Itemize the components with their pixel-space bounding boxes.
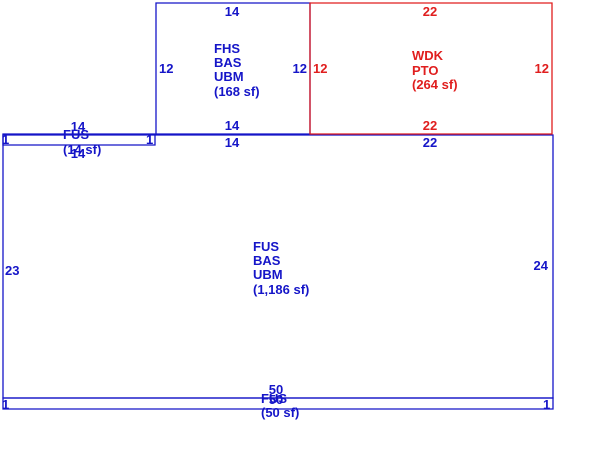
main-area-dim-top-right: 22 — [423, 135, 437, 150]
fhs-area-area-label: (168 sf) — [214, 84, 260, 99]
fhs-area-label-line-3: UBM — [214, 69, 244, 84]
fus-bottom-area-dim-top: 50 — [269, 382, 283, 397]
fus-small-area: 14 14 1 1 FUS (14 sf) — [2, 119, 156, 161]
fhs-area-dim-left: 12 — [159, 61, 173, 76]
fhs-area-dim-bottom: 14 — [225, 118, 240, 133]
wdk-area-area-label: (264 sf) — [412, 77, 458, 92]
fhs-area: 14 14 12 12 FHS BAS UBM (168 sf) — [155, 2, 311, 135]
fus-bottom-area-area-label: (50 sf) — [261, 405, 299, 420]
wdk-area-label-line-2: PTO — [412, 63, 439, 78]
wdk-area-dim-bottom: 22 — [423, 118, 437, 133]
wdk-area-dim-right: 12 — [535, 61, 549, 76]
fhs-area-dim-top: 14 — [225, 4, 240, 19]
main-area-label: FUS BAS UBM (1,186 sf) — [253, 239, 309, 297]
wdk-area-outline — [309, 2, 553, 135]
fus-small-area-dim-top: 14 — [71, 119, 86, 134]
main-area-dim-top-left: 14 — [225, 135, 240, 150]
main-area-label-line-2: BAS — [253, 253, 281, 268]
fus-bottom-area-outline — [2, 397, 554, 410]
fus-small-area-label-line-1: FUS — [63, 127, 89, 142]
fus-small-area-dim-left: 1 — [2, 132, 9, 147]
fus-bottom-area-dim-right: 1 — [543, 397, 550, 412]
fus-bottom-area-dim-left: 1 — [2, 397, 9, 412]
wdk-area: 22 22 12 12 WDK PTO (264 sf) — [309, 2, 553, 135]
main-area-area-label: (1,186 sf) — [253, 282, 309, 297]
fhs-area-label-line-2: BAS — [214, 55, 242, 70]
wdk-area-dim-left: 12 — [313, 61, 327, 76]
wdk-area-dim-top: 22 — [423, 4, 437, 19]
fhs-area-dim-right: 12 — [293, 61, 307, 76]
main-area-dim-right: 24 — [534, 258, 549, 273]
fus-small-area-area-label: (14 sf) — [63, 142, 101, 157]
fus-small-area-dim-right: 1 — [146, 132, 153, 147]
fus-small-area-outline — [2, 133, 156, 146]
fus-bottom-area-dim-bottom: 50 — [269, 392, 283, 407]
main-area-label-line-1: FUS — [253, 239, 279, 254]
main-area: FUS BAS UBM (1,186 sf) 14 22 23 24 — [2, 134, 554, 399]
fhs-area-label-line-1: FHS — [214, 41, 240, 56]
main-area-dim-left: 23 — [5, 263, 19, 278]
main-area-label-line-3: UBM — [253, 267, 283, 282]
wdk-area-label-line-1: WDK — [412, 48, 444, 63]
fus-bottom-area-label-line-1: FUS — [261, 391, 287, 406]
fus-bottom-area: 50 50 1 1 FUS (50 sf) — [2, 382, 554, 420]
fus-small-area-dim-bottom: 14 — [71, 146, 86, 161]
